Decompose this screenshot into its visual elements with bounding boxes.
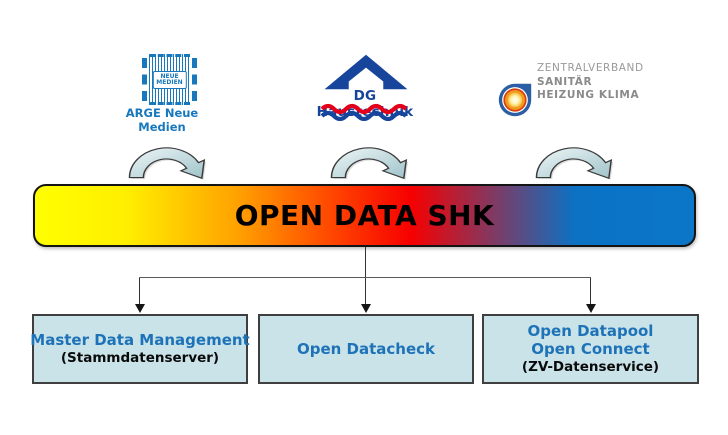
chip-pins-left: [142, 58, 147, 101]
down-arrowhead-left: [135, 304, 145, 313]
connector-line-left: [139, 278, 140, 306]
drop-icon: [498, 83, 532, 117]
zvshk-line2: SANITÄR: [537, 75, 593, 88]
curved-arrow-icon-center: [330, 147, 409, 180]
box-master-data-management: Master Data Management (Stammdatenserver…: [30, 314, 250, 384]
waves-icon: [321, 103, 408, 121]
chip-label: NEUE MEDIEN: [152, 70, 187, 89]
down-arrowhead-center: [361, 304, 371, 313]
box1-subtitle: (Stammdatenserver): [60, 350, 220, 366]
connector-line-horizontal: [139, 277, 591, 278]
chip-pins-right: [192, 58, 197, 101]
chip-label-line1: NEUE: [160, 72, 179, 80]
box-open-datacheck: Open Datacheck: [258, 314, 474, 384]
chip-label-line2: MEDIEN: [156, 78, 183, 86]
open-data-shk-banner: OPEN DATA SHK: [33, 184, 696, 247]
curved-arrow-icon-right: [535, 147, 614, 180]
banner-title: OPEN DATA SHK: [234, 199, 495, 232]
arge-chip-icon: NEUE MEDIEN: [142, 53, 197, 106]
box3-subtitle: (ZV-Datenservice): [521, 359, 660, 375]
box3-title2: Open Connect: [531, 340, 650, 358]
zvshk-line3: HEIZUNG KLIMA: [537, 89, 640, 101]
zvshk-line1: ZENTRALVERBAND: [537, 62, 644, 74]
connector-line-center: [365, 247, 366, 306]
curved-arrow-icon-left: [128, 147, 207, 180]
box3-title: Open Datapool: [527, 322, 654, 340]
box-open-datapool: Open Datapool Open Connect (ZV-Datenserv…: [482, 314, 699, 384]
box2-title: Open Datacheck: [296, 340, 436, 358]
box1-title: Master Data Management: [30, 331, 250, 349]
down-arrowhead-right: [586, 304, 596, 313]
zvshk-logo-label: ZENTRALVERBAND SANITÄR HEIZUNG KLIMA: [537, 62, 644, 103]
roof-icon: [324, 54, 408, 90]
arge-logo-label: ARGE Neue Medien: [125, 106, 199, 134]
connector-line-right: [590, 278, 591, 306]
